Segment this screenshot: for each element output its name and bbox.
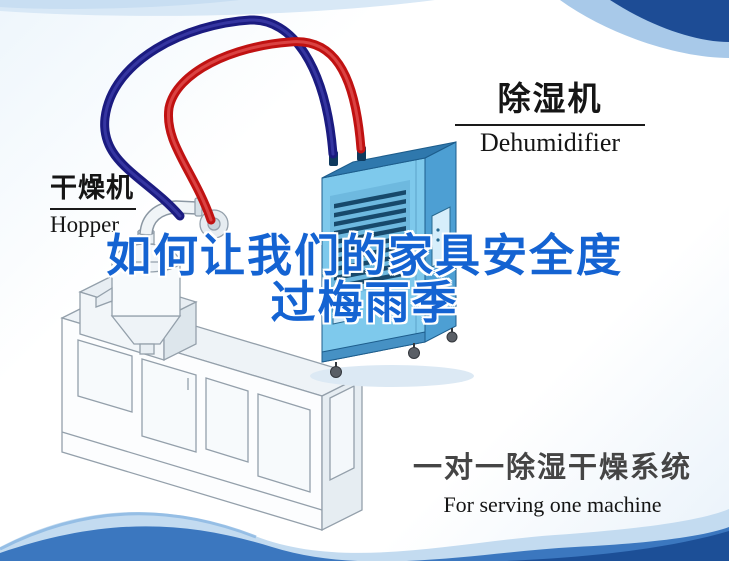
control-panel [431,206,451,268]
dehumidifier-label: 除湿机 Dehumidifier [455,72,645,158]
dehumidifier-label-rule [455,124,645,126]
hoses [100,15,366,225]
hopper-label-rule [50,208,136,210]
vent-grille [330,180,410,298]
bottom-wave [0,509,729,561]
headline-line2: 过梅雨季 [270,276,459,328]
hopper-label-en: Hopper [50,212,119,237]
headline: 如何让我们的家具安全度 过梅雨季 [0,230,729,328]
base-cabinet [60,297,364,532]
navy-hose-highlight [103,18,335,218]
hopper-cylinder [95,228,182,355]
caster-wheels [330,328,458,378]
headline-line1: 如何让我们的家具安全度 [105,230,623,281]
top-left-swoosh [0,0,435,16]
dehumidifier-label-zh: 除湿机 [497,80,603,117]
system-caption: 一对一除湿干燥系统 For serving one machine [405,444,700,518]
name-badge [332,301,353,325]
red-hose-highlight [166,40,363,222]
hopper-label-zh: 干燥机 [50,173,134,203]
bottom-strip [321,331,426,363]
system-caption-zh: 一对一除湿干燥系统 [412,452,692,484]
hopper-label: 干燥机 Hopper [50,166,180,238]
top-right-swoosh [560,0,729,58]
floor-shadow [310,365,474,387]
dehumidifier-top-face [321,141,457,179]
system-caption-en: For serving one machine [443,492,662,517]
dehumidifier-unit [310,141,474,387]
dehumidifier-label-en: Dehumidifier [479,128,621,157]
hopper-machine [60,197,364,532]
